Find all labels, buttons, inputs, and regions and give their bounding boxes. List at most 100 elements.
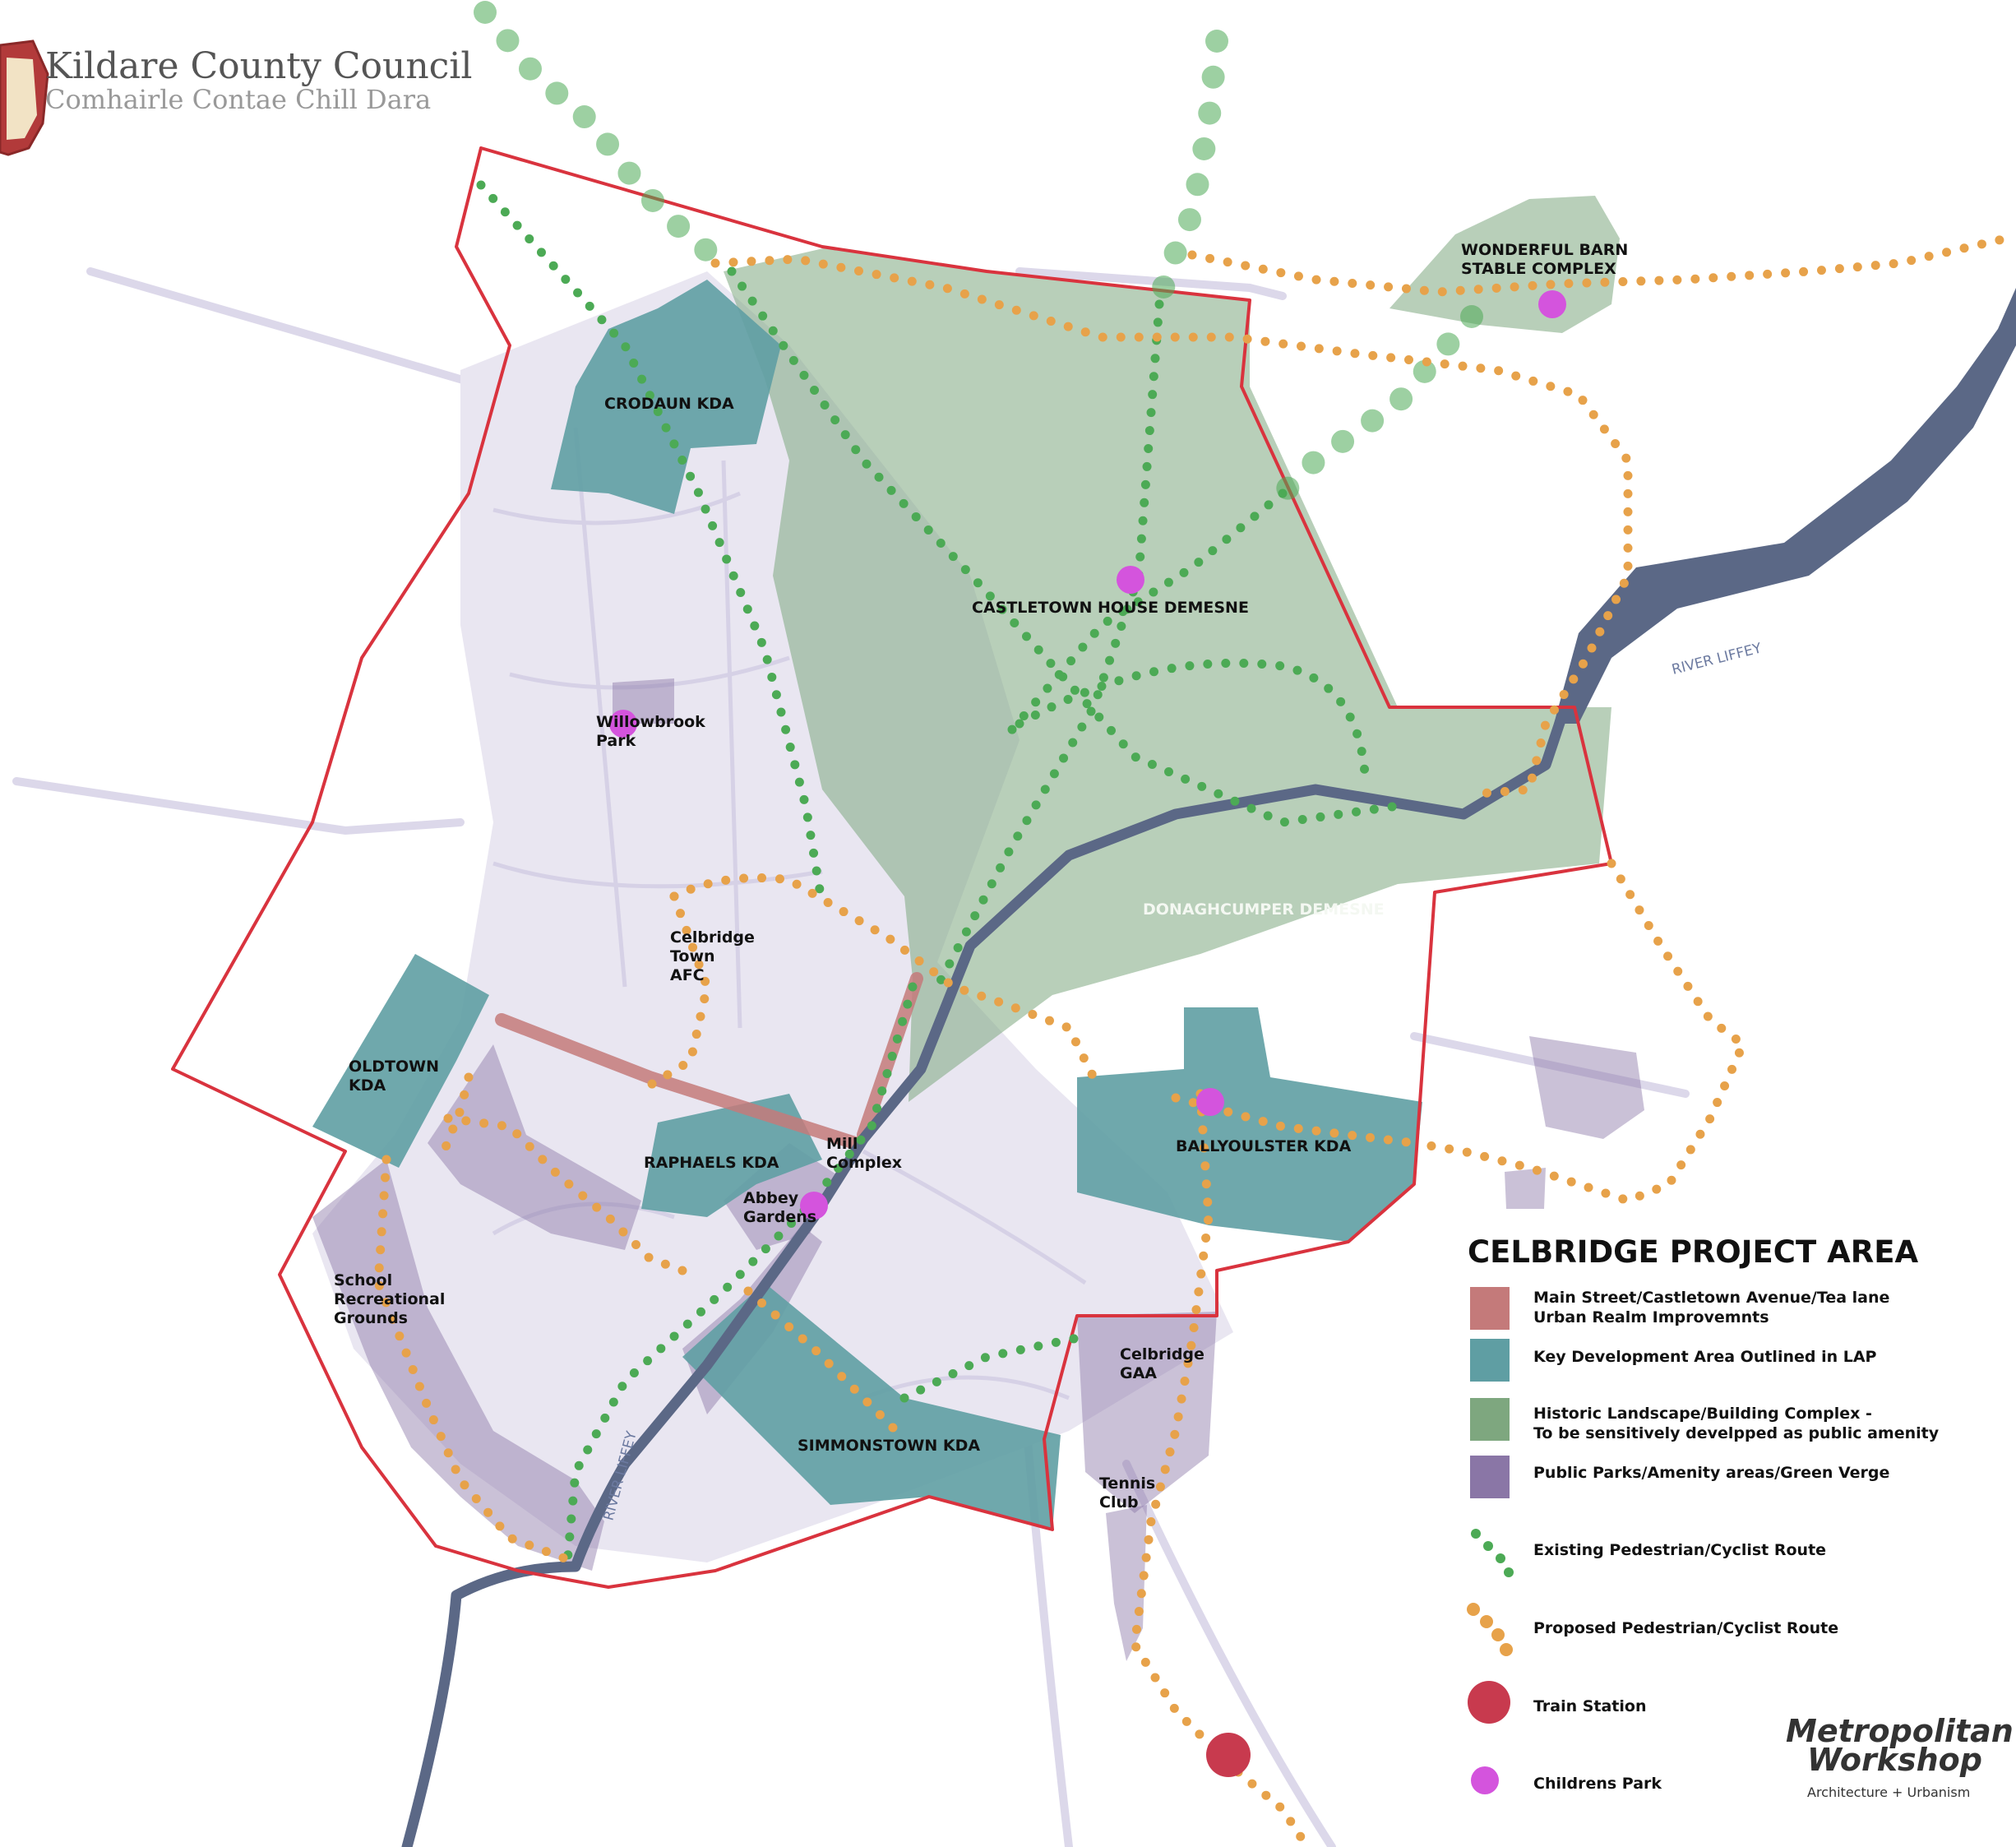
legend-kda: Key Development Area Outlined in LAP: [1533, 1348, 1877, 1366]
street-8: [492, 1201, 675, 1236]
label-castletown: CASTLETOWN HOUSE DEMESNE: [972, 599, 1249, 617]
existing-route-north-large: [474, 1, 735, 275]
credit-line-2: Workshop: [1807, 1742, 1982, 1778]
legend-existing-dot-3: [1496, 1553, 1505, 1563]
legend-proposed-dot-1: [1467, 1603, 1480, 1616]
park-east-block: [1529, 1036, 1644, 1139]
childrens-parks: [609, 290, 1566, 1220]
park-tennis-club: [1106, 1505, 1147, 1661]
existing-route-castletown-centre: [932, 299, 1164, 992]
legend-parks: Public Parks/Amenity areas/Green Verge: [1533, 1464, 1889, 1482]
existing-routes: [474, 1, 1483, 1567]
label-mill-1: Mill: [826, 1135, 858, 1153]
legend-historic-2: To be sensitively develpped as public am…: [1533, 1424, 1940, 1442]
legend-childrens-park: Childrens Park: [1533, 1775, 1662, 1793]
label-wonderful-2: STABLE COMPLEX: [1461, 260, 1616, 278]
kda-ballyoulster: [1077, 1007, 1422, 1242]
childrens-park-castletown: [1117, 566, 1144, 594]
proposed-route-wonderful-barn: [1187, 234, 2011, 297]
existing-route-castletown-east: [998, 488, 1288, 745]
credit-logo: Metropolitan Workshop Architecture + Urb…: [1786, 1713, 2014, 1800]
kda-oldtown: [312, 954, 489, 1168]
label-willowbrook-1: Willowbrook: [596, 713, 705, 731]
existing-route-north-large-2: [1148, 30, 1228, 316]
credit-line-3: Architecture + Urbanism: [1807, 1785, 1970, 1800]
existing-route-river: [562, 982, 918, 1567]
legend-title: CELBRIDGE PROJECT AREA: [1468, 1234, 1918, 1270]
proposed-route-east-loop: [1409, 859, 1749, 1206]
label-afc-1: Celbridge: [670, 928, 755, 947]
town-fabric: [312, 271, 1233, 1562]
legend-proposed-dot-4: [1500, 1643, 1513, 1656]
park-oldtown-green: [428, 1044, 641, 1250]
kda-simmonstown: [682, 1283, 1061, 1530]
label-tennis-2: Club: [1099, 1493, 1139, 1511]
label-crodaun: CRODAUN KDA: [604, 395, 734, 413]
legend-swatch-childrens-park: [1471, 1766, 1499, 1794]
street-3: [492, 861, 823, 889]
proposed-route-simmonstown-w: [743, 1286, 909, 1444]
label-gaa-2: GAA: [1120, 1364, 1157, 1382]
legend-urban-realm-2: Urban Realm Improvemnts: [1533, 1308, 1769, 1326]
legend-swatch-kda: [1470, 1339, 1510, 1382]
childrens-park-ballyoulster: [1196, 1088, 1224, 1116]
legend-urban-realm-1: Main Street/Castletown Avenue/Tea lane: [1533, 1289, 1889, 1307]
label-afc-3: AFC: [670, 966, 705, 984]
river-liffey-wide: [1554, 288, 2016, 724]
council-title-ga: Comhairle Contae Chill Dara: [45, 84, 431, 115]
childrens-park-wonderful-barn: [1538, 290, 1566, 318]
street-6: [862, 1149, 1087, 1285]
label-school-2: Recreational: [334, 1290, 445, 1308]
legend-swatch-parks: [1470, 1456, 1510, 1498]
label-afc-2: Town: [670, 947, 715, 965]
park-school-grounds: [312, 1160, 604, 1571]
label-donaghcumper: DONAGHCUMPER DEMESNE: [1143, 900, 1385, 919]
legend-swatch-urban-realm: [1470, 1287, 1510, 1330]
existing-route-castletown-nw: [476, 180, 827, 910]
label-tennis-1: Tennis: [1099, 1474, 1155, 1493]
label-oldtown-1: OLDTOWN: [349, 1058, 439, 1076]
legend: CELBRIDGE PROJECT AREA Main Street/Castl…: [1467, 1234, 1940, 1794]
label-oldtown-2: KDA: [349, 1076, 386, 1095]
childrens-park-abbey: [800, 1192, 828, 1220]
label-abbey-2: Gardens: [743, 1208, 816, 1226]
legend-proposed-dot-3: [1491, 1628, 1505, 1641]
legend-swatch-proposed-route: [1467, 1603, 1513, 1656]
label-raphaels: RAPHAELS KDA: [644, 1154, 779, 1172]
existing-route-east-large: [1271, 305, 1483, 505]
label-simmonstown: SIMMONSTOWN KDA: [798, 1437, 980, 1455]
label-ballyoulster: BALLYOULSTER KDA: [1176, 1137, 1352, 1155]
proposed-route-castletown-north: [710, 254, 1633, 799]
road-north: [1015, 267, 1287, 300]
council-title-en: Kildare County Council: [45, 45, 472, 87]
council-crest-inner: [7, 58, 37, 140]
river-liffey: [401, 710, 1568, 1847]
label-school-1: School: [334, 1271, 392, 1289]
existing-route-loop: [1015, 658, 1370, 778]
train-station-marker: [1206, 1733, 1251, 1777]
park-east-small: [1505, 1168, 1546, 1209]
legend-swatch-existing-route: [1471, 1529, 1514, 1577]
legend-existing-dot-2: [1483, 1541, 1493, 1551]
castletown-demesne-area: [724, 247, 1611, 1102]
proposed-route-centre-south: [645, 891, 712, 1090]
legend-existing-dot-1: [1471, 1529, 1481, 1539]
legend-existing-dot-4: [1504, 1567, 1514, 1577]
road-east: [1410, 1032, 1690, 1098]
label-willowbrook-2: Park: [596, 732, 636, 750]
label-river-liffey-ne: RIVER LIFFEY: [1670, 640, 1764, 678]
tea-lane: [495, 1013, 862, 1150]
legend-train-station: Train Station: [1533, 1697, 1646, 1715]
street-4: [573, 427, 627, 988]
childrens-park-willowbrook: [609, 710, 637, 738]
label-mill-2: Complex: [826, 1154, 902, 1172]
label-abbey-1: Abbey: [743, 1189, 799, 1207]
legend-proposed-route: Proposed Pedestrian/Cyclist Route: [1533, 1619, 1838, 1637]
legend-existing-route: Existing Pedestrian/Cyclist Route: [1533, 1541, 1826, 1559]
road-west: [12, 777, 465, 836]
road-southeast: [1122, 1460, 1336, 1847]
legend-proposed-dot-2: [1480, 1615, 1493, 1628]
road-northwest: [86, 267, 489, 391]
proposed-route-oldtown: [443, 1113, 687, 1275]
label-school-3: Grounds: [334, 1309, 408, 1327]
